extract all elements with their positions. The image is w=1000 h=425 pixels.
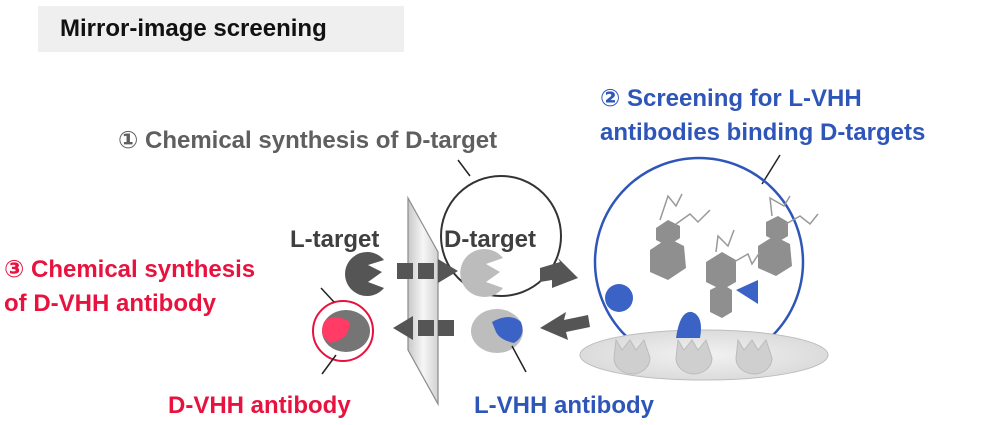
step1-leader-line [457, 159, 471, 177]
step3-label-line1: ③ Chemical synthesis [4, 256, 255, 283]
mirror-plane [407, 195, 439, 407]
step2-label-line2: antibodies binding D-targets [600, 119, 925, 146]
blue-binder-triangle [736, 280, 758, 304]
l-vhh-binding-site [492, 317, 523, 343]
step2-leader-line [761, 154, 781, 185]
d-target-circle [440, 175, 562, 297]
arrow-to-screening [540, 258, 578, 288]
step2-label-line1: ② Screening for L-VHH [600, 85, 862, 112]
step3-label-line2: of D-VHH antibody [4, 290, 217, 317]
d-target-molecule [460, 249, 503, 297]
arrow-l-vhh-to-d-vhh [393, 316, 454, 340]
diagram-title: Mirror-image screening [60, 15, 327, 42]
blue-binder-bound [676, 311, 701, 338]
blue-binder-circle [605, 284, 633, 312]
step3-leader-line [320, 287, 335, 303]
l-vhh-leader-line [511, 345, 527, 373]
d-vhh-label: D-VHH antibody [168, 392, 351, 419]
step1-label: ① Chemical synthesis of D-target [118, 127, 497, 154]
l-target-molecule [345, 252, 384, 296]
d-vhh-leader-line [321, 354, 337, 375]
immobilized-d-targets [613, 338, 773, 375]
arrow-l-to-d [397, 259, 458, 283]
title-box: Mirror-image screening [38, 6, 404, 52]
d-target-label: D-target [444, 226, 536, 253]
arrow-from-screening [540, 312, 590, 340]
d-vhh-binding-site [322, 317, 350, 343]
l-vhh-label: L-VHH antibody [474, 392, 655, 419]
l-target-label: L-target [290, 226, 379, 253]
phage-antibodies [650, 193, 819, 318]
